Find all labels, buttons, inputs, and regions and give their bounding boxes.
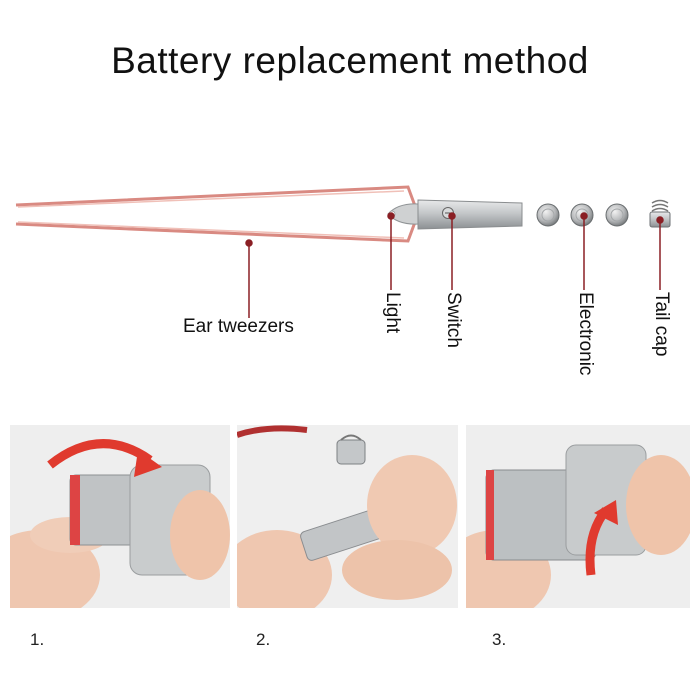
- step-number-1: 1.: [30, 630, 45, 649]
- flashlight-body-illustration: [417, 199, 523, 230]
- label-switch: Switch: [443, 292, 464, 348]
- ear-tweezers-illustration: [15, 185, 420, 243]
- step-number-2: 2.: [256, 630, 271, 649]
- page-title: Battery replacement method: [111, 40, 589, 81]
- step-3-photo: [466, 425, 690, 608]
- label-light: Light: [382, 292, 403, 334]
- step-number-3: 3.: [492, 630, 507, 649]
- callout-lines: [245, 212, 664, 318]
- step-1-photo: [10, 425, 230, 608]
- label-ear-tweezers: Ear tweezers: [183, 316, 294, 337]
- step-2-photo: [237, 425, 458, 608]
- label-tail-cap: Tail cap: [651, 292, 672, 357]
- label-electronic: Electronic: [575, 292, 596, 376]
- parts-diagram: [15, 185, 671, 318]
